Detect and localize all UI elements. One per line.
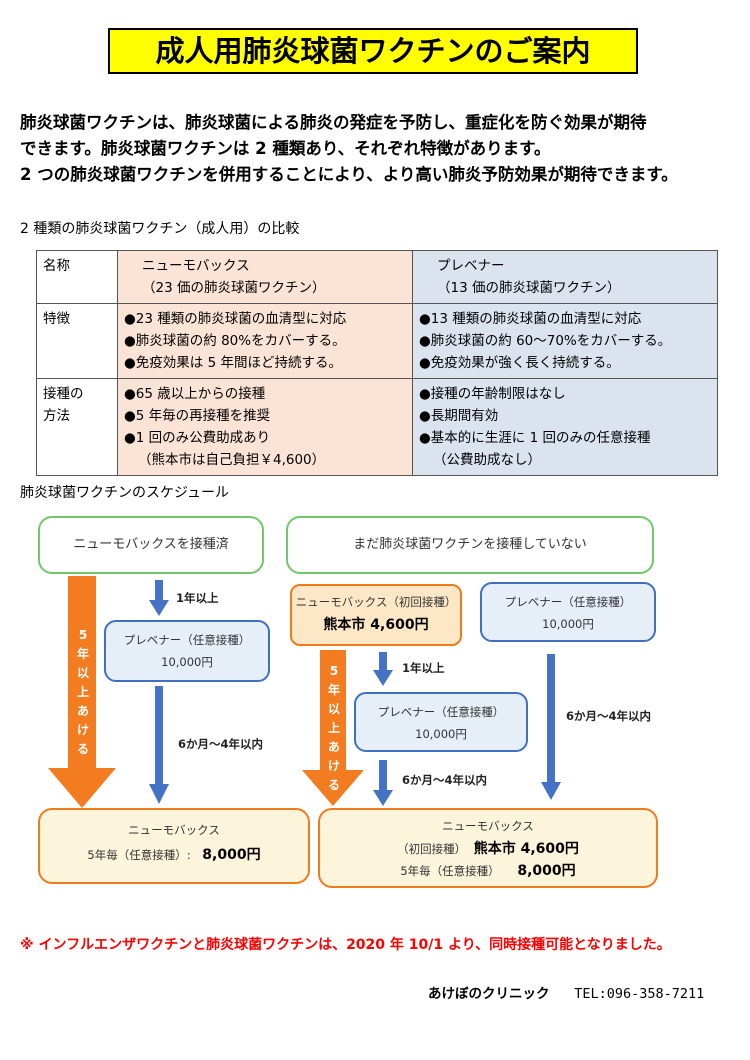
table-row: 特徴 ●23 種類の肺炎球菌の血清型に対応 ●肺炎球菌の約 80%をカバーする。… — [36, 303, 718, 379]
clinic-phone: TEL:096-358-7211 — [574, 986, 705, 1002]
pneumovax-initial-box: ニューモバックス（初回接種） 熊本市 4,600円 — [290, 584, 462, 646]
cell-text: ●基本的に生涯に 1 回のみの任意接種 — [419, 430, 651, 446]
pneumovax-5yr-box-right: ニューモバックス （初回接種） 熊本市 4,600円 5年毎（任意接種） 8,0… — [318, 808, 658, 888]
clinic-name: あけぼのクリニック — [428, 986, 550, 1002]
cell-text: ●接種の年齢制限はなし — [419, 386, 566, 402]
cell-text: （公費助成なし） — [433, 452, 541, 468]
side-text: 5年以上あける — [76, 628, 89, 756]
cell-prevnar-method: ●接種の年齢制限はなし ●長期間有効 ●基本的に生涯に 1 回のみの任意接種 （… — [412, 378, 718, 476]
arrow-label: 6か月～4年以内 — [402, 773, 488, 787]
cell-text: ●5 年毎の再接種を推奨 — [124, 408, 271, 424]
table-row: 接種の 方法 ●65 歳以上からの接種 ●5 年毎の再接種を推奨 ●1 回のみ公… — [36, 378, 718, 476]
box-price: 熊本市 4,600円 — [473, 841, 579, 857]
intro-line: 2 つの肺炎球菌ワクチンを併用することにより、より高い肺炎予防効果が期待できます… — [20, 165, 678, 184]
already-pneumovax-box: ニューモバックスを接種済 — [38, 516, 264, 574]
row-label-text: 特徴 — [43, 311, 70, 327]
cell-text: ●肺炎球菌の約 80%をカバーする。 — [124, 333, 346, 349]
cell-text: ●23 種類の肺炎球菌の血清型に対応 — [124, 311, 347, 327]
box-price: 8,000円 — [202, 847, 261, 863]
table-row: 名称 ニューモバックス （23 価の肺炎球菌ワクチン） プレベナー （13 価の… — [36, 250, 718, 304]
box-price: 10,000円 — [415, 727, 467, 741]
blue-arrow-left-2-shaft — [155, 686, 163, 786]
comparison-table: 名称 ニューモバックス （23 価の肺炎球菌ワクチン） プレベナー （13 価の… — [36, 250, 718, 476]
box-text: 5年毎（任意接種） — [400, 864, 500, 878]
comparison-heading: 2 種類の肺炎球菌ワクチン（成人用）の比較 — [20, 221, 300, 237]
arrow-label: 1年以上 — [402, 661, 445, 675]
arrow-label: 6か月～4年以内 — [566, 709, 652, 723]
cell-text: （13 価の肺炎球菌ワクチン） — [437, 280, 621, 296]
intro-line: できます。肺炎球菌ワクチンは 2 種類あり、それぞれ特徴があります。 — [20, 139, 551, 158]
pneumovax-5yr-box-left: ニューモバックス 5年毎（任意接種）: 8,000円 — [38, 808, 310, 884]
blue-arrow-right-2-head — [373, 790, 393, 806]
row-label-text: 名称 — [43, 258, 70, 274]
cell-prevnar-features: ●13 種類の肺炎球菌の血清型に対応 ●肺炎球菌の約 60～70%をカバーする。… — [412, 303, 718, 379]
prevnar-box-right: プレベナー（任意接種） 10,000円 — [480, 582, 656, 642]
cell-text: プレベナー — [437, 258, 505, 274]
cell-text: ●65 歳以上からの接種 — [124, 386, 266, 402]
box-text: プレベナー（任意接種） — [504, 595, 632, 609]
blue-arrow-left-2-head — [149, 784, 169, 804]
arrow-label: 6か月～4年以内 — [178, 737, 264, 751]
notice-text: ※ インフルエンザワクチンと肺炎球菌ワクチンは、2020 年 10/1 より、同… — [20, 937, 671, 953]
cell-text: （熊本市は自己負担￥4,600） — [138, 452, 326, 468]
blue-arrow-left-1-shaft — [155, 580, 163, 602]
box-text: プレベナー（任意接種） — [123, 633, 251, 647]
prevnar-box-left: プレベナー（任意接種） 10,000円 — [104, 620, 270, 682]
cell-pneumovax-method: ●65 歳以上からの接種 ●5 年毎の再接種を推奨 ●1 回のみ公費助成あり （… — [117, 378, 413, 476]
intro-line: 肺炎球菌ワクチンは、肺炎球菌による肺炎の発症を予防し、重症化を防ぐ効果が期待 — [20, 113, 647, 132]
blue-arrow-right-3-head — [541, 782, 561, 800]
side-text: 5年以上あける — [327, 664, 340, 792]
row-label-text: 接種の — [43, 386, 84, 402]
cell-text: ●長期間有効 — [419, 408, 499, 424]
prevnar-box-right-2: プレベナー（任意接種） 10,000円 — [354, 692, 528, 752]
row-label: 接種の 方法 — [36, 378, 118, 476]
cell-pneumovax-features: ●23 種類の肺炎球菌の血清型に対応 ●肺炎球菌の約 80%をカバーする。 ●免… — [117, 303, 413, 379]
not-vaccinated-box: まだ肺炎球菌ワクチンを接種していない — [286, 516, 654, 574]
box-text: プレベナー（任意接種） — [377, 705, 505, 719]
arrow-label: 1年以上 — [176, 591, 219, 605]
box-text: 5年毎（任意接種）: — [87, 848, 191, 862]
cell-text: ●13 種類の肺炎球菌の血清型に対応 — [419, 311, 642, 327]
box-price: 熊本市 4,600円 — [323, 617, 429, 633]
box-price: 8,000円 — [517, 863, 576, 879]
cell-prevnar-name: プレベナー （13 価の肺炎球菌ワクチン） — [412, 250, 718, 304]
box-price: 10,000円 — [542, 617, 594, 631]
blue-arrow-right-2-shaft — [379, 760, 387, 792]
box-text: ニューモバックス — [442, 819, 534, 833]
row-label-text: 方法 — [43, 408, 70, 424]
cell-text: （23 価の肺炎球菌ワクチン） — [142, 280, 326, 296]
box-text: （初回接種） — [397, 842, 467, 856]
blue-arrow-right-3-shaft — [547, 654, 555, 784]
side-text-left: 5年以上あける — [74, 626, 92, 759]
cell-text: ●免疫効果は 5 年間ほど持続する。 — [124, 355, 342, 371]
blue-arrow-right-1-shaft — [379, 652, 387, 672]
intro-paragraph: 肺炎球菌ワクチンは、肺炎球菌による肺炎の発症を予防し、重症化を防ぐ効果が期待 で… — [20, 110, 740, 188]
row-label: 名称 — [36, 250, 118, 304]
side-text-right: 5年以上あける — [325, 662, 343, 795]
box-text: ニューモバックス — [128, 823, 220, 837]
box-text: ニューモバックス（初回接種） — [295, 595, 457, 609]
cell-pneumovax-name: ニューモバックス （23 価の肺炎球菌ワクチン） — [117, 250, 413, 304]
footer: あけぼのクリニック TEL:096-358-7211 — [428, 982, 728, 1002]
blue-arrow-right-1-head — [373, 670, 393, 686]
cell-text: ●免疫効果が強く長く持続する。 — [419, 355, 620, 371]
cell-text: ニューモバックス — [142, 258, 250, 274]
page-title: 成人用肺炎球菌ワクチンのご案内 — [108, 28, 638, 74]
box-price: 10,000円 — [161, 655, 213, 669]
schedule-heading: 肺炎球菌ワクチンのスケジュール — [20, 485, 230, 501]
cell-text: ●肺炎球菌の約 60～70%をカバーする。 — [419, 333, 672, 349]
row-label: 特徴 — [36, 303, 118, 379]
blue-arrow-left-1-head — [149, 600, 169, 616]
cell-text: ●1 回のみ公費助成あり — [124, 430, 271, 446]
